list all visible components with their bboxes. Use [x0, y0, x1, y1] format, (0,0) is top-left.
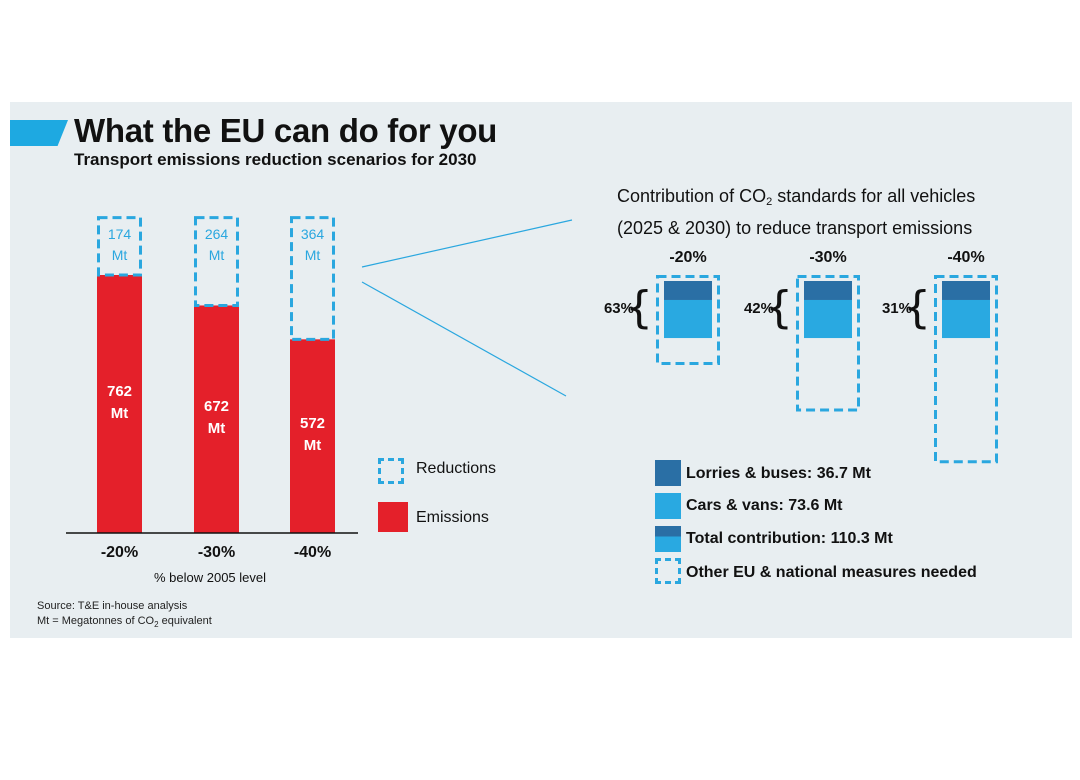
reductions-bar	[97, 216, 142, 277]
lorries-bar	[804, 281, 852, 300]
brace-icon: {	[903, 282, 931, 333]
reductions-unit-label: Mt	[209, 247, 225, 263]
x-tick-label: -40%	[294, 544, 331, 561]
legend-other-label: Other EU & national measures needed	[686, 564, 977, 581]
measures-needed-box	[796, 275, 860, 412]
legend-reductions-label: Reductions	[416, 460, 497, 477]
brace-icon: {	[765, 282, 793, 333]
cars-bar	[804, 299, 852, 339]
emissions-bar	[194, 305, 239, 533]
contribution-percent-label: 31%	[882, 300, 912, 317]
x-tick-label: -20%	[101, 544, 138, 561]
legend-total-swatch	[655, 526, 681, 552]
contribution-percent-label: 63%	[604, 300, 634, 317]
page-subtitle: Transport emissions reduction scenarios …	[74, 150, 477, 169]
x-axis-label: % below 2005 level	[154, 570, 266, 585]
source-text: Source: T&E in-house analysis	[37, 600, 188, 612]
reductions-value-label: 174	[108, 226, 132, 242]
reductions-value-label: 264	[205, 226, 229, 242]
reductions-bar	[194, 216, 239, 307]
legend-lorries-label: Lorries & buses: 36.7 Mt	[686, 465, 871, 482]
legend-lorries-swatch	[655, 460, 681, 486]
legend-other-swatch	[655, 558, 681, 584]
scenario-label: -20%	[669, 249, 706, 266]
measures-needed-box	[934, 275, 998, 464]
reductions-unit-label: Mt	[305, 247, 321, 263]
reductions-unit-label: Mt	[112, 247, 128, 263]
source-note: Source: T&E in-house analysis Mt = Megat…	[37, 599, 212, 632]
cars-bar	[664, 299, 712, 339]
emissions-value-label: 762	[107, 383, 132, 400]
unit-note: Mt = Megatonnes of CO2 equivalent	[37, 615, 212, 630]
emissions-value-label: 672	[204, 398, 229, 415]
legend-emissions-label: Emissions	[416, 509, 489, 526]
measures-needed-box	[656, 275, 720, 365]
lorries-bar	[942, 281, 990, 300]
emissions-unit-label: Mt	[111, 405, 129, 422]
connector-line	[361, 281, 567, 397]
emissions-value-label: 572	[300, 415, 325, 432]
brace-icon: {	[625, 282, 653, 333]
connector-line	[361, 219, 573, 268]
emissions-bar	[97, 275, 142, 533]
legend-cars-swatch	[655, 493, 681, 519]
legend-total-label: Total contribution: 110.3 Mt	[686, 530, 893, 547]
emissions-unit-label: Mt	[304, 437, 322, 454]
scenario-label: -30%	[809, 249, 846, 266]
legend-cars-label: Cars & vans: 73.6 Mt	[686, 497, 843, 514]
chart-panel	[10, 102, 1072, 638]
reductions-bar	[290, 216, 335, 341]
cars-bar	[942, 299, 990, 339]
legend-reductions-swatch	[378, 458, 404, 484]
lorries-bar	[664, 281, 712, 300]
emissions-bar	[290, 339, 335, 533]
scenario-label: -40%	[947, 249, 984, 266]
x-tick-label: -30%	[198, 544, 235, 561]
emissions-unit-label: Mt	[208, 420, 226, 437]
legend-emissions-swatch	[378, 502, 408, 532]
contribution-percent-label: 42%	[744, 300, 774, 317]
accent-stripe	[10, 120, 68, 146]
reductions-value-label: 364	[301, 226, 325, 242]
page-title: What the EU can do for you	[74, 112, 498, 149]
right-chart-title: Contribution of CO2 standards for all ve…	[617, 186, 976, 238]
